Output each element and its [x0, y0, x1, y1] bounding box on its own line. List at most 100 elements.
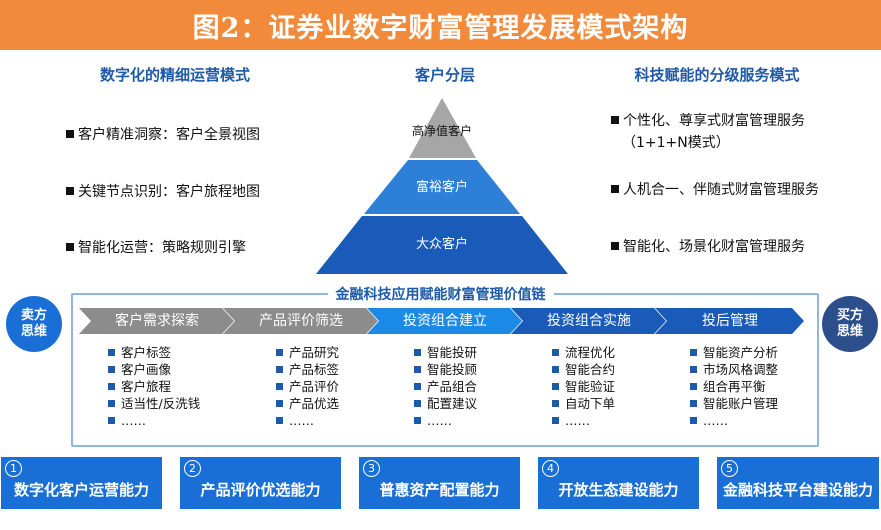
capability-box: 1 数字化客户运营能力 [1, 457, 162, 509]
list-item: …… [414, 412, 477, 429]
value-chain-title: 金融科技应用赋能财富管理价值链 [0, 284, 881, 304]
stage-arrow-5 [655, 308, 804, 334]
capability-box: 5 金融科技平台建设能力 [717, 457, 879, 509]
square-bullet-icon [414, 366, 421, 373]
square-bullet-icon [690, 417, 697, 424]
title-bar: 图2：证券业数字财富管理发展模式架构 [0, 0, 881, 50]
capability-number: 3 [363, 460, 380, 477]
square-bullet-icon [690, 366, 697, 373]
pyramid-tier-high-net-worth [409, 98, 476, 158]
capability-label: 产品评价优选能力 [200, 481, 321, 499]
stage-1-items: 客户标签 客户画像 客户旅程 适当性/反洗钱 …… [108, 344, 200, 429]
capability-label: 金融科技平台建设能力 [722, 481, 873, 499]
list-item: 客户精准洞察：客户全景视图 [66, 124, 260, 144]
stage-arrow-2 [223, 308, 378, 334]
capability-label: 开放生态建设能力 [558, 481, 679, 499]
list-item: 客户旅程 [108, 378, 200, 395]
stage-label: 投资组合建立 [403, 313, 487, 329]
list-item: 智能投顾 [414, 361, 477, 378]
square-bullet-icon [276, 383, 283, 390]
square-bullet-icon [66, 243, 74, 251]
stage-3-items: 智能投研 智能投顾 产品组合 配置建议 …… [414, 344, 477, 429]
capability-box: 2 产品评价优选能力 [180, 457, 341, 509]
square-bullet-icon [276, 366, 283, 373]
list-item: 关键节点识别：客户旅程地图 [66, 181, 260, 201]
list-item: …… [108, 412, 200, 429]
list-item: 适当性/反洗钱 [108, 395, 200, 412]
stage-label: 投后管理 [702, 313, 758, 329]
capability-number: 1 [5, 460, 22, 477]
stage-label: 产品评价筛选 [259, 313, 343, 329]
list-item: 产品研究 [276, 344, 339, 361]
seller-mindset-circle: 卖方思维 [6, 296, 62, 352]
stage-arrow-4 [511, 308, 666, 334]
list-item: …… [690, 412, 778, 429]
page-title: 图2：证券业数字财富管理发展模式架构 [192, 12, 689, 44]
list-item: 自动下单 [552, 395, 615, 412]
square-bullet-icon [276, 400, 283, 407]
capability-number: 5 [721, 460, 738, 477]
square-bullet-icon [414, 383, 421, 390]
buyer-mindset-circle: 买方思维 [822, 296, 878, 352]
list-item: 流程优化 [552, 344, 615, 361]
list-item: 市场风格调整 [690, 361, 778, 378]
list-item: 智能验证 [552, 378, 615, 395]
stage-label: 投资组合实施 [547, 313, 631, 329]
pyramid-label-top: 高净值客户 [412, 124, 473, 138]
list-item: 智能化、场景化财富管理服务 [611, 236, 805, 256]
list-item: 人机合一、伴随式财富管理服务 [611, 179, 819, 199]
square-bullet-icon [108, 417, 115, 424]
square-bullet-icon [108, 383, 115, 390]
stage-2-items: 产品研究 产品标签 产品评价 产品优选 …… [276, 344, 339, 429]
square-bullet-icon [552, 366, 559, 373]
pyramid-tier-affluent [364, 160, 520, 214]
square-bullet-icon [276, 349, 283, 356]
right-section-heading: 科技赋能的分级服务模式 [634, 66, 800, 84]
list-item: 个性化、尊享式财富管理服务 [611, 110, 805, 130]
stage-4-items: 流程优化 智能合约 智能验证 自动下单 …… [552, 344, 615, 429]
list-item: 组合再平衡 [690, 378, 778, 395]
square-bullet-icon [690, 349, 697, 356]
list-item: 智能化运营：策略规则引擎 [66, 237, 246, 257]
pyramid-label-bottom: 大众客户 [415, 237, 468, 252]
list-item: 智能合约 [552, 361, 615, 378]
pyramid-label-mid: 富裕客户 [415, 180, 468, 195]
list-item: 智能投研 [414, 344, 477, 361]
center-section-heading: 客户分层 [414, 66, 475, 84]
list-item: …… [276, 412, 339, 429]
list-item: 产品标签 [276, 361, 339, 378]
square-bullet-icon [552, 383, 559, 390]
square-bullet-icon [552, 417, 559, 424]
square-bullet-icon [414, 400, 421, 407]
list-item: 配置建议 [414, 395, 477, 412]
list-item: 客户画像 [108, 361, 200, 378]
square-bullet-icon [611, 242, 619, 250]
square-bullet-icon [414, 417, 421, 424]
stage-arrow-3 [367, 308, 522, 334]
list-item: 客户标签 [108, 344, 200, 361]
left-section-heading: 数字化的精细运营模式 [99, 66, 250, 84]
capability-box: 3 普惠资产配置能力 [359, 457, 520, 509]
square-bullet-icon [414, 349, 421, 356]
square-bullet-icon [611, 185, 619, 193]
square-bullet-icon [690, 383, 697, 390]
list-item: 产品组合 [414, 378, 477, 395]
square-bullet-icon [276, 417, 283, 424]
capability-box: 4 开放生态建设能力 [538, 457, 699, 509]
capability-label: 普惠资产配置能力 [379, 481, 500, 499]
square-bullet-icon [66, 130, 74, 138]
list-item: 产品评价 [276, 378, 339, 395]
capability-number: 4 [542, 460, 559, 477]
list-item: 智能资产分析 [690, 344, 778, 361]
stage-label: 客户需求探索 [115, 313, 199, 329]
stage-5-items: 智能资产分析 市场风格调整 组合再平衡 智能账户管理 …… [690, 344, 778, 429]
square-bullet-icon [611, 116, 619, 124]
square-bullet-icon [66, 187, 74, 195]
list-item: 智能账户管理 [690, 395, 778, 412]
stage-arrow-1 [79, 308, 234, 334]
square-bullet-icon [552, 400, 559, 407]
square-bullet-icon [552, 349, 559, 356]
list-item: 产品优选 [276, 395, 339, 412]
